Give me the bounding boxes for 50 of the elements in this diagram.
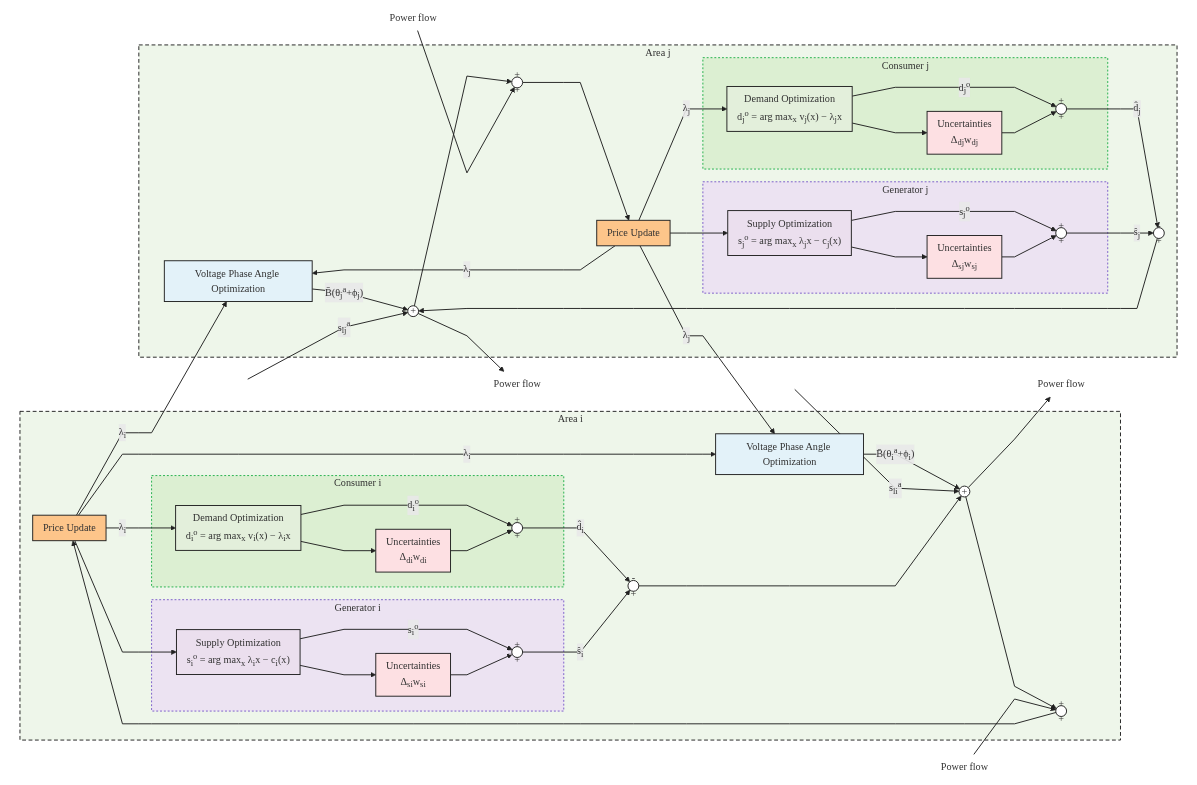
node-circle: + <box>407 305 420 318</box>
node-label: + <box>514 69 521 80</box>
edge-label: λ$_{i}$ <box>463 447 471 461</box>
node-label: + <box>514 514 521 526</box>
edge-label: λ$_{j}$ <box>682 102 691 116</box>
node-text: Power flow <box>1037 378 1085 390</box>
node-box: Uncertainties Δ$_{si}$w$_{si}$ <box>375 652 451 697</box>
node-box: Supply Optimization s$_{i}$$^{o}$ = arg max$_{x}$ λ$_{i}$x − c$_{i}$(x) <box>176 629 301 675</box>
node-text: Power flow <box>940 761 989 773</box>
node-label: + <box>514 638 521 650</box>
node-label: + <box>514 529 521 541</box>
node-circle <box>511 646 524 658</box>
node-box: Supply Optimization s$_{j}$$^{o}$ = arg max$_{x}$ λ$_{j}$x − c$_{j}$(x) <box>727 210 852 256</box>
node-circle: + <box>958 485 971 498</box>
edge-label: ŝ$_{i}$ <box>577 645 584 659</box>
edge-label: ŝ$_{j}$ <box>1133 226 1141 240</box>
node-circle <box>511 76 524 89</box>
node-label: + <box>1058 219 1065 231</box>
node-text: Power flow <box>389 12 437 23</box>
edge-label: d̂$_{j}$ <box>1133 102 1141 116</box>
node-box: Price Update <box>596 219 671 247</box>
node-circle <box>511 522 524 534</box>
node-box: Voltage Phase Angle Optimization <box>715 433 864 476</box>
node-box: Voltage Phase Angle Optimization <box>163 260 313 302</box>
node-circle: - <box>1152 227 1165 239</box>
edge-label: λ$_{i}$ <box>118 521 127 535</box>
edge-label: λ$_{i}$ <box>118 426 127 440</box>
edge-label: B̄(θ$_{i}$$^{a}$+ϕ$_{i}$) <box>876 445 915 462</box>
node-label: + <box>514 653 521 665</box>
node-box: Demand Optimization d$_{i}$$^{o}$ = arg max$_{x}$ v$_{i}$(x) − λ$_{i}$x <box>175 505 302 551</box>
node-label: + <box>1058 697 1065 709</box>
node-label: + <box>1058 110 1065 122</box>
node-box: Uncertainties Δ$_{sj}$w$_{sj}$ <box>926 235 1003 279</box>
edge-label: d̂$_{i}$ <box>576 521 584 535</box>
node-label: + <box>1058 95 1065 107</box>
node-label: + <box>1058 234 1065 246</box>
node-circle: - <box>627 579 640 592</box>
edge-label: λ$_{j}$ <box>463 263 471 277</box>
node-circle <box>1055 705 1068 717</box>
node-circle <box>1055 227 1068 239</box>
node-label: + <box>514 84 521 96</box>
node-box: Uncertainties Δ$_{di}$w$_{di}$ <box>375 528 451 573</box>
node-text: Power flow <box>493 378 541 390</box>
node-label: + <box>1058 712 1065 724</box>
node-box: Demand Optimization d$_{j}$$^{o}$ = arg max$_{x}$ v$_{j}$(x) − λ$_{j}$x <box>726 86 853 132</box>
edge-label: B̄(θ$_{j}$$^{a}$+ϕ$_{j}$) <box>324 283 364 301</box>
node-circle <box>1055 103 1068 115</box>
node-box: Uncertainties Δ$_{dj}$w$_{dj}$ <box>926 110 1003 155</box>
node-box: Price Update <box>32 514 107 542</box>
edge-label: λ$_{j}$ <box>682 329 691 343</box>
